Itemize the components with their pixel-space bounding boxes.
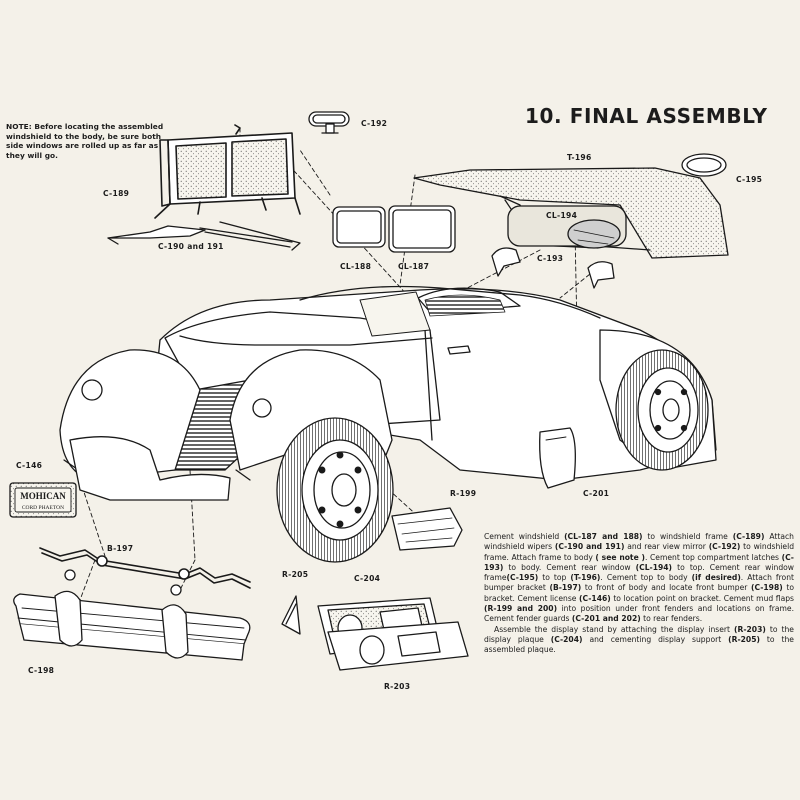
part-reference: (CL-194) [635, 562, 673, 572]
label-cl187: CL-187 [398, 262, 430, 271]
instruction-text: to the assembled plaque. [484, 634, 794, 655]
rear-wheel [615, 349, 709, 471]
part-reference: (if desired) [691, 573, 741, 583]
page-title: 10. FINAL ASSEMBLY [525, 104, 768, 128]
part-reference: (C-193) [484, 552, 794, 572]
label-r205: R-205 [282, 570, 309, 579]
instruction-text: to windshield frame [642, 532, 733, 541]
instruction-text: to bracket. Cement license [484, 583, 794, 603]
top-compartment-latches-part [491, 247, 615, 289]
instructions-paragraph-1: Cement windshield (CL-187 and 188) to wi… [484, 532, 794, 625]
label-c146: C-146 [16, 461, 43, 470]
instruction-text: Assemble the display stand by attaching … [494, 624, 735, 634]
instruction-text: to top. Cement rear window frame [484, 562, 794, 583]
label-r199: R-199 [450, 489, 477, 498]
part-reference: (C-189) [732, 532, 765, 541]
label-cl194: CL-194 [546, 211, 578, 220]
rear-view-mirror-part [308, 111, 350, 134]
instruction-text: Attach windshield wipers [484, 532, 794, 552]
instruction-text: Cement windshield [484, 532, 565, 541]
windshield-glass-parts [332, 205, 456, 253]
car-body [59, 285, 717, 501]
instructions-paragraph-2: Assemble the display stand by attaching … [484, 625, 794, 656]
display-plaque-part [317, 597, 441, 655]
part-reference: (C-204) [550, 634, 583, 644]
label-c193: C-193 [537, 254, 564, 263]
part-reference: (CL-187 and 188) [564, 532, 643, 541]
display-support-part [281, 595, 301, 635]
label-c190-191: C-190 and 191 [158, 242, 224, 251]
part-reference: (C-198) [751, 583, 783, 593]
front-wheel [276, 417, 394, 563]
windshield-note: NOTE: Before locating the assembled wind… [6, 122, 172, 160]
instruction-text: . Cement top to body [600, 573, 692, 583]
part-reference: (C-192) [708, 542, 741, 552]
label-c192: C-192 [361, 119, 388, 128]
instruction-text: to front of body and locate front bumper [581, 583, 752, 593]
label-c189: C-189 [103, 189, 130, 198]
label-c204: C-204 [354, 574, 381, 583]
label-r203: R-203 [384, 682, 411, 691]
windshield-frame-part [154, 124, 301, 219]
label-c195: C-195 [736, 175, 763, 184]
instruction-text: and rear view mirror [624, 542, 709, 552]
note-label: NOTE: [6, 122, 32, 131]
display-insert-part [327, 621, 469, 671]
license-plate-line1: MOHICAN [20, 491, 66, 501]
part-reference: (B-197) [549, 583, 582, 593]
part-reference: (R-203) [734, 624, 766, 634]
instruction-text: to location point on bracket. Cement mud… [610, 593, 794, 603]
part-reference: (C-195) [506, 573, 539, 583]
instruction-text: to rear fenders. [640, 614, 703, 624]
label-b197: B-197 [107, 544, 134, 553]
instruction-text: . Attach front bumper bracket [484, 573, 794, 593]
mud-flap-part [391, 507, 463, 551]
rear-window-glass-part [567, 219, 621, 249]
part-reference: (R-199 and 200) [484, 604, 558, 614]
license-plate-part: MOHICAN CORD PHAETON [9, 482, 77, 518]
label-t196: T-196 [567, 153, 592, 162]
part-reference: (T-196) [570, 573, 601, 583]
part-reference: (C-201 and 202) [571, 614, 641, 624]
license-plate-line2: CORD PHAETON [22, 505, 64, 511]
part-reference: (R-205) [728, 634, 760, 644]
part-reference: (C-146) [579, 593, 611, 603]
instruction-text: to the display plaque [484, 624, 794, 644]
label-c198: C-198 [28, 666, 55, 675]
rear-window-frame-part [681, 153, 727, 177]
label-cl188: CL-188 [340, 262, 372, 271]
windshield-wipers-part [107, 221, 301, 251]
bumper-bracket-part [39, 547, 251, 589]
fender-guard-part [539, 427, 576, 489]
front-bumper-part [13, 569, 251, 661]
instruction-text: into position under front fenders and lo… [484, 604, 794, 624]
part-reference: ( see note ) [595, 552, 645, 562]
instruction-text: to windshield frame. Attach frame to bod… [484, 542, 795, 562]
instruction-text: . Cement top compartment latches [645, 552, 782, 562]
assembly-instructions: Cement windshield (CL-187 and 188) to wi… [484, 532, 794, 656]
instruction-text: and cementing display support [582, 634, 729, 644]
note-text: Before locating the assembled windshield… [6, 122, 164, 160]
part-reference: (C-190 and 191) [554, 542, 625, 552]
instruction-text: to top [538, 573, 571, 583]
label-c201: C-201 [583, 489, 610, 498]
instruction-text: to body. Cement rear window [503, 562, 636, 572]
